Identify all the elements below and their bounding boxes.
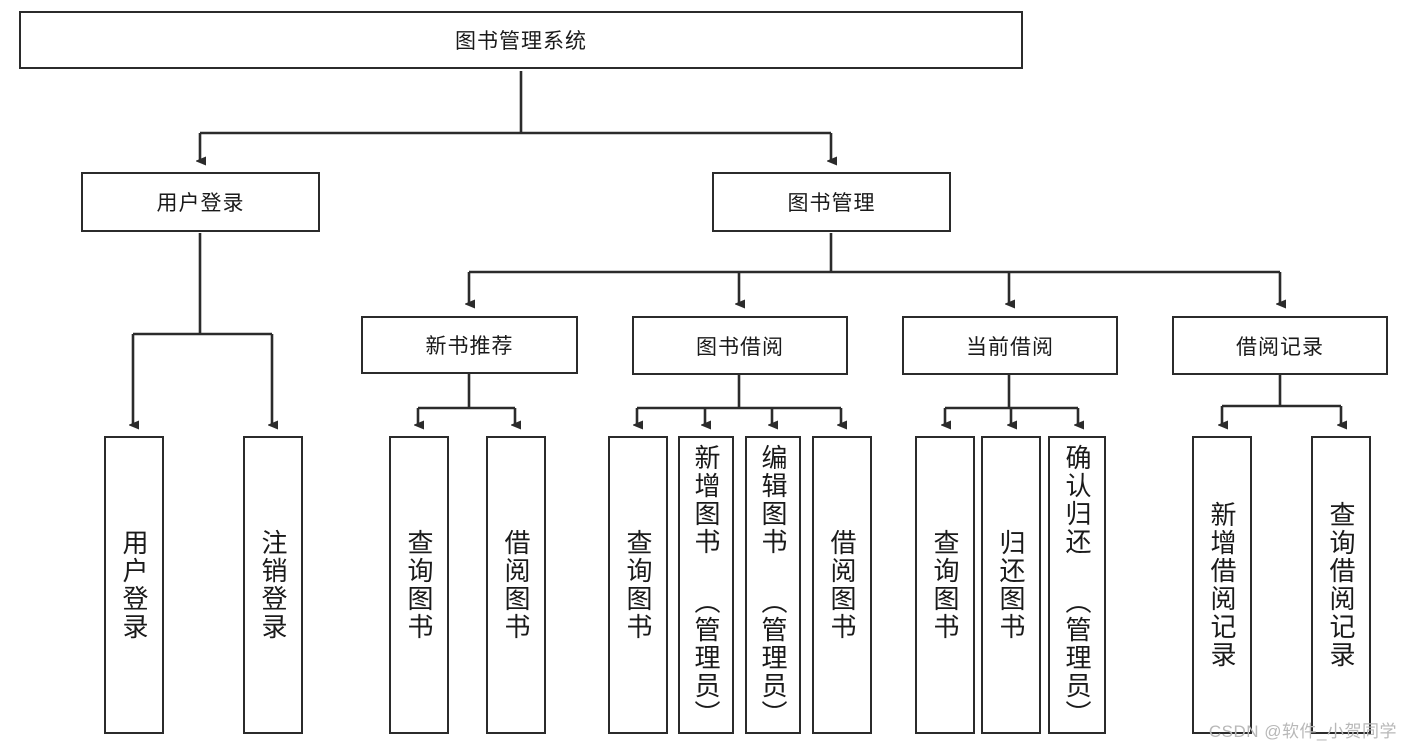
node-label: 新增借阅记录 bbox=[1207, 501, 1238, 669]
node-leaf-query-borrow-record[interactable]: 查询借阅记录 bbox=[1311, 436, 1371, 734]
node-current-borrow[interactable]: 当前借阅 bbox=[902, 316, 1118, 375]
node-label: 图书管理系统 bbox=[455, 30, 587, 53]
node-label: 查询图书 bbox=[623, 529, 654, 641]
node-leaf-query-book-recommend[interactable]: 查询图书 bbox=[389, 436, 449, 734]
node-leaf-add-book-admin[interactable]: 新增图书 （管理员） bbox=[678, 436, 734, 734]
node-root-book-management-system[interactable]: 图书管理系统 bbox=[19, 11, 1023, 69]
node-label: 用户登录 bbox=[119, 529, 150, 641]
node-leaf-add-borrow-record[interactable]: 新增借阅记录 bbox=[1192, 436, 1252, 734]
node-label: 编辑图书 （管理员） bbox=[758, 444, 789, 728]
node-label: 借阅记录 bbox=[1236, 335, 1324, 359]
node-leaf-confirm-return-admin[interactable]: 确认归还 （管理员） bbox=[1048, 436, 1106, 734]
node-user-login[interactable]: 用户登录 bbox=[81, 172, 320, 232]
node-label: 用户登录 bbox=[156, 192, 245, 215]
node-leaf-user-login[interactable]: 用户登录 bbox=[104, 436, 164, 734]
node-book-borrow[interactable]: 图书借阅 bbox=[632, 316, 848, 375]
node-label: 确认归还 （管理员） bbox=[1062, 444, 1093, 728]
node-leaf-borrow-book[interactable]: 借阅图书 bbox=[812, 436, 872, 734]
node-borrow-record[interactable]: 借阅记录 bbox=[1172, 316, 1388, 375]
node-new-book-recommend[interactable]: 新书推荐 bbox=[361, 316, 578, 374]
node-label: 注销登录 bbox=[258, 529, 289, 641]
node-label: 新增图书 （管理员） bbox=[691, 444, 722, 728]
node-leaf-return-book[interactable]: 归还图书 bbox=[981, 436, 1041, 734]
node-label: 借阅图书 bbox=[827, 529, 858, 641]
node-label: 当前借阅 bbox=[966, 335, 1054, 359]
node-leaf-query-book-current[interactable]: 查询图书 bbox=[915, 436, 975, 734]
node-label: 查询图书 bbox=[404, 529, 435, 641]
node-leaf-query-book-borrow[interactable]: 查询图书 bbox=[608, 436, 668, 734]
node-book-management[interactable]: 图书管理 bbox=[712, 172, 951, 232]
node-label: 图书借阅 bbox=[696, 335, 784, 359]
node-label: 查询借阅记录 bbox=[1326, 501, 1357, 669]
node-leaf-edit-book-admin[interactable]: 编辑图书 （管理员） bbox=[745, 436, 801, 734]
node-label: 归还图书 bbox=[996, 529, 1027, 641]
node-label: 新书推荐 bbox=[425, 335, 514, 358]
node-label: 查询图书 bbox=[930, 529, 961, 641]
node-leaf-logout-login[interactable]: 注销登录 bbox=[243, 436, 303, 734]
node-label: 借阅图书 bbox=[501, 529, 532, 641]
node-label: 图书管理 bbox=[787, 192, 876, 215]
watermark-text: CSDN @软件_小贺同学 bbox=[1208, 722, 1397, 741]
node-leaf-borrow-book-recommend[interactable]: 借阅图书 bbox=[486, 436, 546, 734]
